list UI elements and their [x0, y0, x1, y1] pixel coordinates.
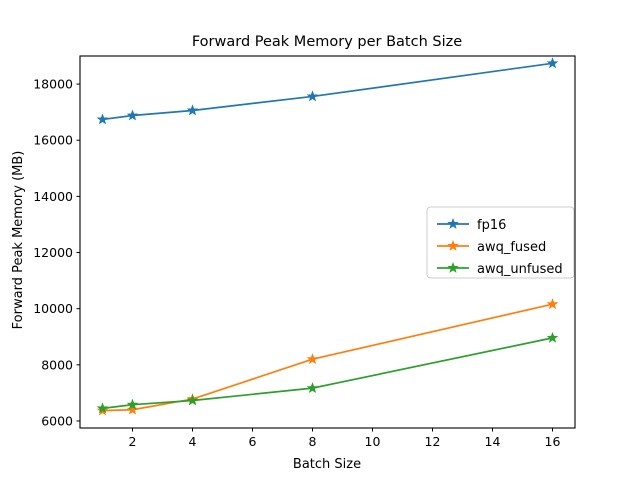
x-tick-label: 16	[545, 434, 561, 449]
axes-spine	[79, 55, 576, 429]
data-point-marker	[96, 113, 109, 125]
x-tick-label: 6	[249, 434, 257, 449]
y-tick-label: 6000	[41, 413, 73, 428]
data-point-marker	[306, 90, 319, 102]
x-tick-label: 8	[309, 434, 317, 449]
series-fp16	[96, 57, 559, 125]
series-line-awq_unfused	[101, 337, 554, 410]
y-tick-label: 12000	[33, 245, 73, 260]
y-tick-label: 16000	[33, 133, 73, 148]
data-series-layer	[96, 57, 559, 416]
data-point-marker	[186, 104, 199, 116]
legend-marker-fp16	[447, 217, 459, 229]
y-tick-label: 18000	[33, 77, 73, 92]
chart-title: Forward Peak Memory per Batch Size	[192, 34, 462, 50]
legend-marker-awq_fused	[447, 239, 459, 251]
legend-label-awq_unfused: awq_unfused	[477, 262, 563, 277]
x-tick-label: 4	[189, 434, 197, 449]
x-axis-ticks: 2 4 6 8 10 12 14 16	[129, 428, 561, 449]
x-axis-label: Batch Size	[293, 457, 361, 472]
y-axis-ticks: 6000 8000 10000 12000 14000 16000 18000	[33, 77, 80, 428]
series-awq_fused	[96, 298, 559, 416]
data-point-marker	[96, 402, 109, 414]
data-point-marker	[546, 298, 559, 310]
data-point-marker	[126, 398, 139, 410]
legend-label-awq_fused: awq_fused	[477, 240, 546, 255]
y-tick-label: 14000	[33, 189, 73, 204]
x-tick-label: 12	[425, 434, 441, 449]
series-line-fp16	[101, 62, 554, 121]
x-tick-label: 14	[485, 434, 501, 449]
x-tick-label: 2	[129, 434, 137, 449]
data-point-marker	[546, 57, 559, 69]
axes-frame	[79, 55, 576, 429]
data-point-marker	[126, 403, 139, 415]
y-axis-label: Forward Peak Memory (MB)	[11, 151, 26, 330]
y-tick-label: 10000	[33, 301, 73, 316]
chart-title-group: Forward Peak Memory per Batch Size	[192, 34, 462, 50]
data-point-marker	[546, 331, 559, 343]
series-line-awq_fused	[101, 303, 554, 412]
y-tick-label: 8000	[41, 357, 73, 372]
legend-label-fp16: fp16	[477, 218, 506, 233]
series-awq_unfused	[96, 331, 559, 414]
x-tick-label: 10	[365, 434, 381, 449]
data-point-marker	[306, 353, 319, 365]
axis-titles: Batch Size Forward Peak Memory (MB)	[11, 151, 361, 472]
data-point-marker	[186, 394, 199, 406]
chart-legend: fp16 awq_fused awq_unfused	[426, 206, 575, 279]
data-point-marker	[126, 109, 139, 121]
legend-marker-awq_unfused	[447, 261, 459, 273]
data-point-marker	[306, 382, 319, 394]
